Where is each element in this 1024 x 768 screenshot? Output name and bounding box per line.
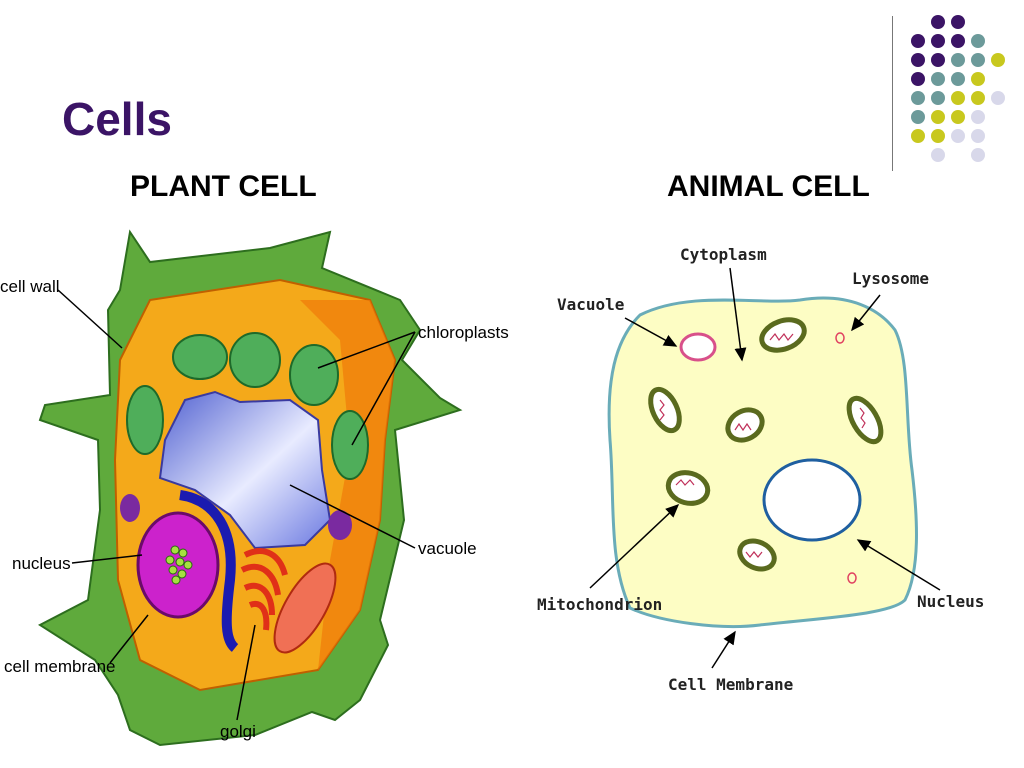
decorative-dot xyxy=(911,129,925,143)
label-vacuole-plant: vacuole xyxy=(418,539,477,558)
label-nucleus-plant: nucleus xyxy=(12,554,71,573)
decorative-dot xyxy=(951,34,965,48)
decorative-dot xyxy=(991,91,1005,105)
slide-title: Cells xyxy=(62,93,172,145)
decorative-dot xyxy=(971,72,985,86)
plant-organelle xyxy=(120,494,140,522)
animal-leader-arrows xyxy=(589,267,941,669)
decorative-dot xyxy=(971,34,985,48)
decorative-dot xyxy=(931,15,945,29)
decorative-dot-grid xyxy=(911,15,1005,162)
decorative-dot xyxy=(971,148,985,162)
label-lysosome: Lysosome xyxy=(852,269,929,288)
chloroplast xyxy=(289,344,339,406)
decorative-dot xyxy=(971,129,985,143)
decorative-dot xyxy=(951,72,965,86)
decorative-dot xyxy=(951,15,965,29)
decorative-dot xyxy=(911,110,925,124)
decorative-dot xyxy=(951,53,965,67)
label-golgi: golgi xyxy=(220,722,256,741)
chloroplast xyxy=(229,332,281,388)
golgi-body xyxy=(240,548,288,631)
plant-leader-lines xyxy=(57,289,416,721)
animal-nucleus xyxy=(762,458,862,542)
decorative-vertical-line xyxy=(892,16,893,171)
decorative-dot xyxy=(931,72,945,86)
decorative-dot xyxy=(931,129,945,143)
plant-mitochondrion xyxy=(273,562,337,654)
label-cell-wall: cell wall xyxy=(0,277,60,296)
decorative-dot xyxy=(931,34,945,48)
decorative-dot xyxy=(971,91,985,105)
decorative-dot xyxy=(931,148,945,162)
decorative-dot xyxy=(911,34,925,48)
label-chloroplasts: chloroplasts xyxy=(418,323,509,342)
decorative-dot xyxy=(951,110,965,124)
decorative-dot xyxy=(971,110,985,124)
plant-cell-heading: PLANT CELL xyxy=(130,170,317,203)
chloroplast xyxy=(331,410,369,480)
animal-cell-membrane xyxy=(607,296,918,628)
plant-vacuole xyxy=(158,390,332,550)
animal-lysosome xyxy=(835,332,845,344)
animal-cell-diagram: Cytoplasm Lysosome Vacuole Mitochondrion… xyxy=(537,245,984,694)
label-cytoplasm: Cytoplasm xyxy=(680,245,767,264)
animal-cell-heading: ANIMAL CELL xyxy=(667,170,870,203)
chloroplast xyxy=(126,385,164,455)
plant-cell-diagram: cell wall chloroplasts vacuole nucleus c… xyxy=(0,229,509,747)
chloroplast xyxy=(172,334,228,380)
label-mitochondrion: Mitochondrion xyxy=(537,595,662,614)
label-cell-membrane-plant: cell membrane xyxy=(4,657,116,676)
label-nucleus-animal: Nucleus xyxy=(917,592,984,611)
decorative-dot xyxy=(951,91,965,105)
decorative-dot xyxy=(911,53,925,67)
decorative-dot xyxy=(931,110,945,124)
animal-lysosome xyxy=(847,572,857,584)
decorative-dot xyxy=(991,53,1005,67)
decorative-dot xyxy=(931,53,945,67)
decorative-dot xyxy=(911,72,925,86)
animal-vacuole xyxy=(679,332,717,362)
plant-organelle xyxy=(328,510,352,540)
decorative-dot xyxy=(911,91,925,105)
decorative-dot xyxy=(931,91,945,105)
label-vacuole-animal: Vacuole xyxy=(557,295,624,314)
mitochondria-cristae xyxy=(659,332,866,558)
decorative-dot xyxy=(971,53,985,67)
decorative-dot xyxy=(951,129,965,143)
nucleolus xyxy=(165,545,193,585)
endoplasmic-reticulum xyxy=(179,490,239,652)
label-cell-membrane-animal: Cell Membrane xyxy=(668,675,793,694)
